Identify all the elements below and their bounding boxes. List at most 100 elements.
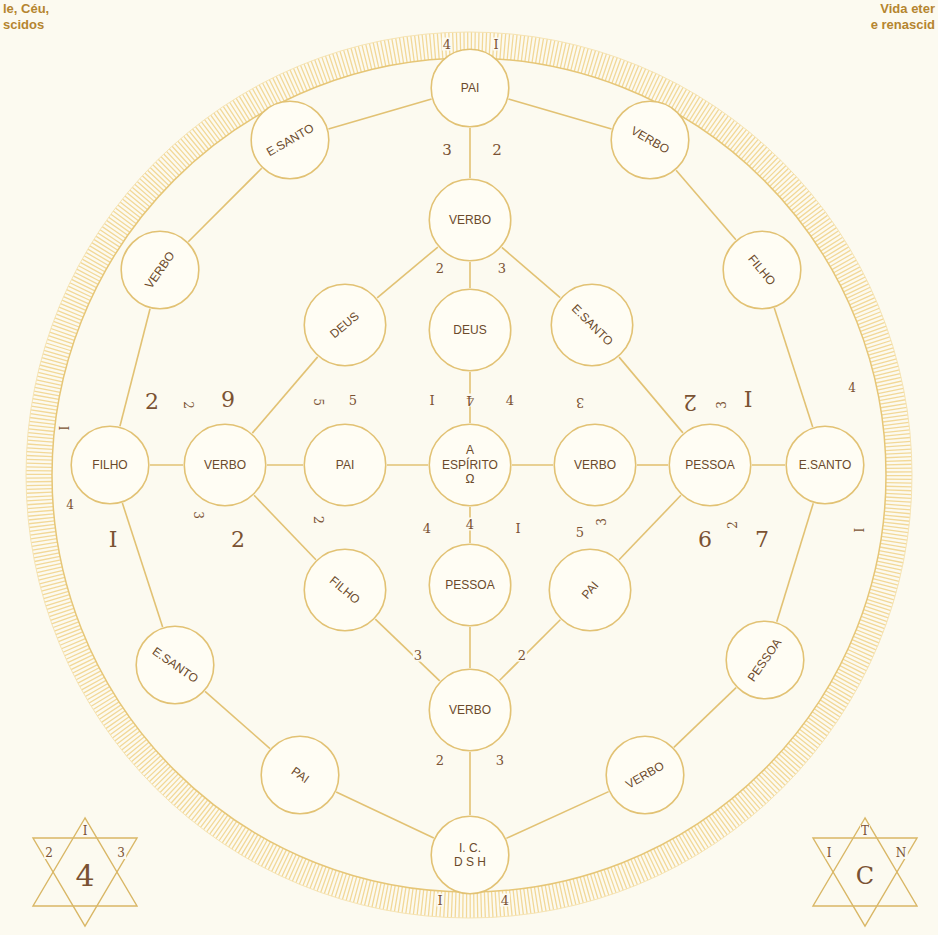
connector-line xyxy=(512,464,553,466)
callout-number: 2 xyxy=(230,529,246,551)
text-wrap: PAI xyxy=(336,458,354,472)
connector-line xyxy=(674,688,736,748)
node-label: PESSOA xyxy=(685,458,734,472)
callout-number: 4 xyxy=(465,394,475,407)
callout-number: 4 xyxy=(505,394,515,407)
callout-number: 2 xyxy=(435,754,445,767)
callout-number: 4 xyxy=(465,518,475,531)
callout-number: 2 xyxy=(517,649,527,662)
circle-node: E.SANTO xyxy=(550,283,634,367)
node-label: D S H xyxy=(454,855,486,869)
callout-number: 2 xyxy=(491,143,503,158)
callout-number: 2 xyxy=(44,847,54,859)
callout-number: I xyxy=(82,825,89,837)
text-wrap: FILHO xyxy=(92,458,127,472)
circle-node: PAI xyxy=(548,548,632,632)
node-label: E.SANTO xyxy=(799,458,851,472)
callout-number: 3 xyxy=(441,143,453,158)
connector-line xyxy=(752,464,785,466)
callout-number: 4 xyxy=(500,894,510,907)
callout-number: I xyxy=(428,394,435,407)
text-wrap: AESPÍRITOΩ xyxy=(442,443,498,486)
callout-number: N xyxy=(895,847,908,859)
connector-line xyxy=(469,627,471,668)
callout-number: 3 xyxy=(716,400,728,410)
circle-node: PAI xyxy=(430,48,510,128)
circle-node: PESSOA xyxy=(668,423,752,507)
corner-caption: le, Céu, xyxy=(2,2,50,15)
connector-line xyxy=(500,620,561,681)
text-wrap: VERBO xyxy=(204,458,246,472)
circle-node: VERBO xyxy=(120,230,200,310)
callout-number: I xyxy=(743,389,754,411)
circle-node: E.SANTO xyxy=(250,100,330,180)
callout-number: 2 xyxy=(144,391,160,413)
callout-number: 2 xyxy=(182,400,194,410)
circle-node: FILHO xyxy=(70,425,150,505)
callout-number: I xyxy=(436,894,443,907)
circle-node: PESSOA xyxy=(428,543,512,627)
connector-line xyxy=(122,503,162,627)
connector-line xyxy=(336,792,434,838)
connector-line xyxy=(387,464,428,466)
connector-line xyxy=(469,752,471,815)
connector-line xyxy=(375,619,439,681)
connector-line xyxy=(502,247,560,297)
callout-number: 3 xyxy=(413,649,423,662)
connector-line xyxy=(252,357,317,433)
connector-line xyxy=(188,168,261,241)
callout-number: 5 xyxy=(312,397,324,407)
circle-node: AESPÍRITOΩ xyxy=(428,423,512,507)
callout-number: 4 xyxy=(422,522,432,535)
node-label: FILHO xyxy=(92,458,127,472)
circle-node: PAI xyxy=(303,423,387,507)
text-wrap: DEUS xyxy=(453,323,486,337)
callout-number: 4 xyxy=(74,861,95,891)
callout-number: 3 xyxy=(575,396,585,409)
connector-line xyxy=(150,464,183,466)
connector-line xyxy=(637,464,668,466)
inner-circle xyxy=(52,58,886,892)
callout-number: 2 xyxy=(682,391,698,413)
connector-line xyxy=(328,99,431,129)
circle-node: VERBO xyxy=(553,423,637,507)
hexagram-left xyxy=(33,818,137,926)
text-wrap: PESSOA xyxy=(445,578,494,592)
connector-line xyxy=(506,792,608,839)
circle-node: VERBO xyxy=(605,735,685,815)
node-label: Ω xyxy=(466,472,475,486)
callout-number: T xyxy=(860,825,870,837)
connector-line xyxy=(267,464,303,466)
circle-node: I. C.D S H xyxy=(430,815,510,895)
node-label: VERBO xyxy=(449,703,491,717)
callout-number: I xyxy=(852,527,864,534)
callout-number: 7 xyxy=(754,529,770,551)
connector-line xyxy=(508,99,611,129)
circle-node: VERBO xyxy=(183,423,267,507)
text-wrap: VERBO xyxy=(449,703,491,717)
node-label: PAI xyxy=(336,458,354,472)
outer-circle xyxy=(26,32,912,918)
callout-number: 3 xyxy=(495,754,505,767)
hatched-ring xyxy=(39,45,899,905)
hexagram-right xyxy=(813,818,917,926)
callout-number: I xyxy=(492,38,499,51)
node-label: VERBO xyxy=(449,213,491,227)
circle-node: E.SANTO xyxy=(135,625,215,705)
text-wrap: PESSOA xyxy=(685,458,734,472)
callout-number: 3 xyxy=(116,847,126,859)
callout-number: 6 xyxy=(697,529,713,551)
text-wrap: VERBO xyxy=(449,213,491,227)
circle-node: DEUS xyxy=(428,288,512,372)
connector-line xyxy=(774,308,812,427)
node-label: VERBO xyxy=(204,458,246,472)
connector-line xyxy=(377,247,438,298)
node-label: I. C. xyxy=(459,841,481,855)
circle-node: VERBO xyxy=(428,668,512,752)
circle-node: FILHO xyxy=(303,548,387,632)
callout-number: 2 xyxy=(435,262,445,275)
node-label: A xyxy=(466,443,474,457)
text-wrap: E.SANTO xyxy=(799,458,851,472)
callout-number: 5 xyxy=(575,526,585,539)
callout-number: 4 xyxy=(847,382,857,394)
